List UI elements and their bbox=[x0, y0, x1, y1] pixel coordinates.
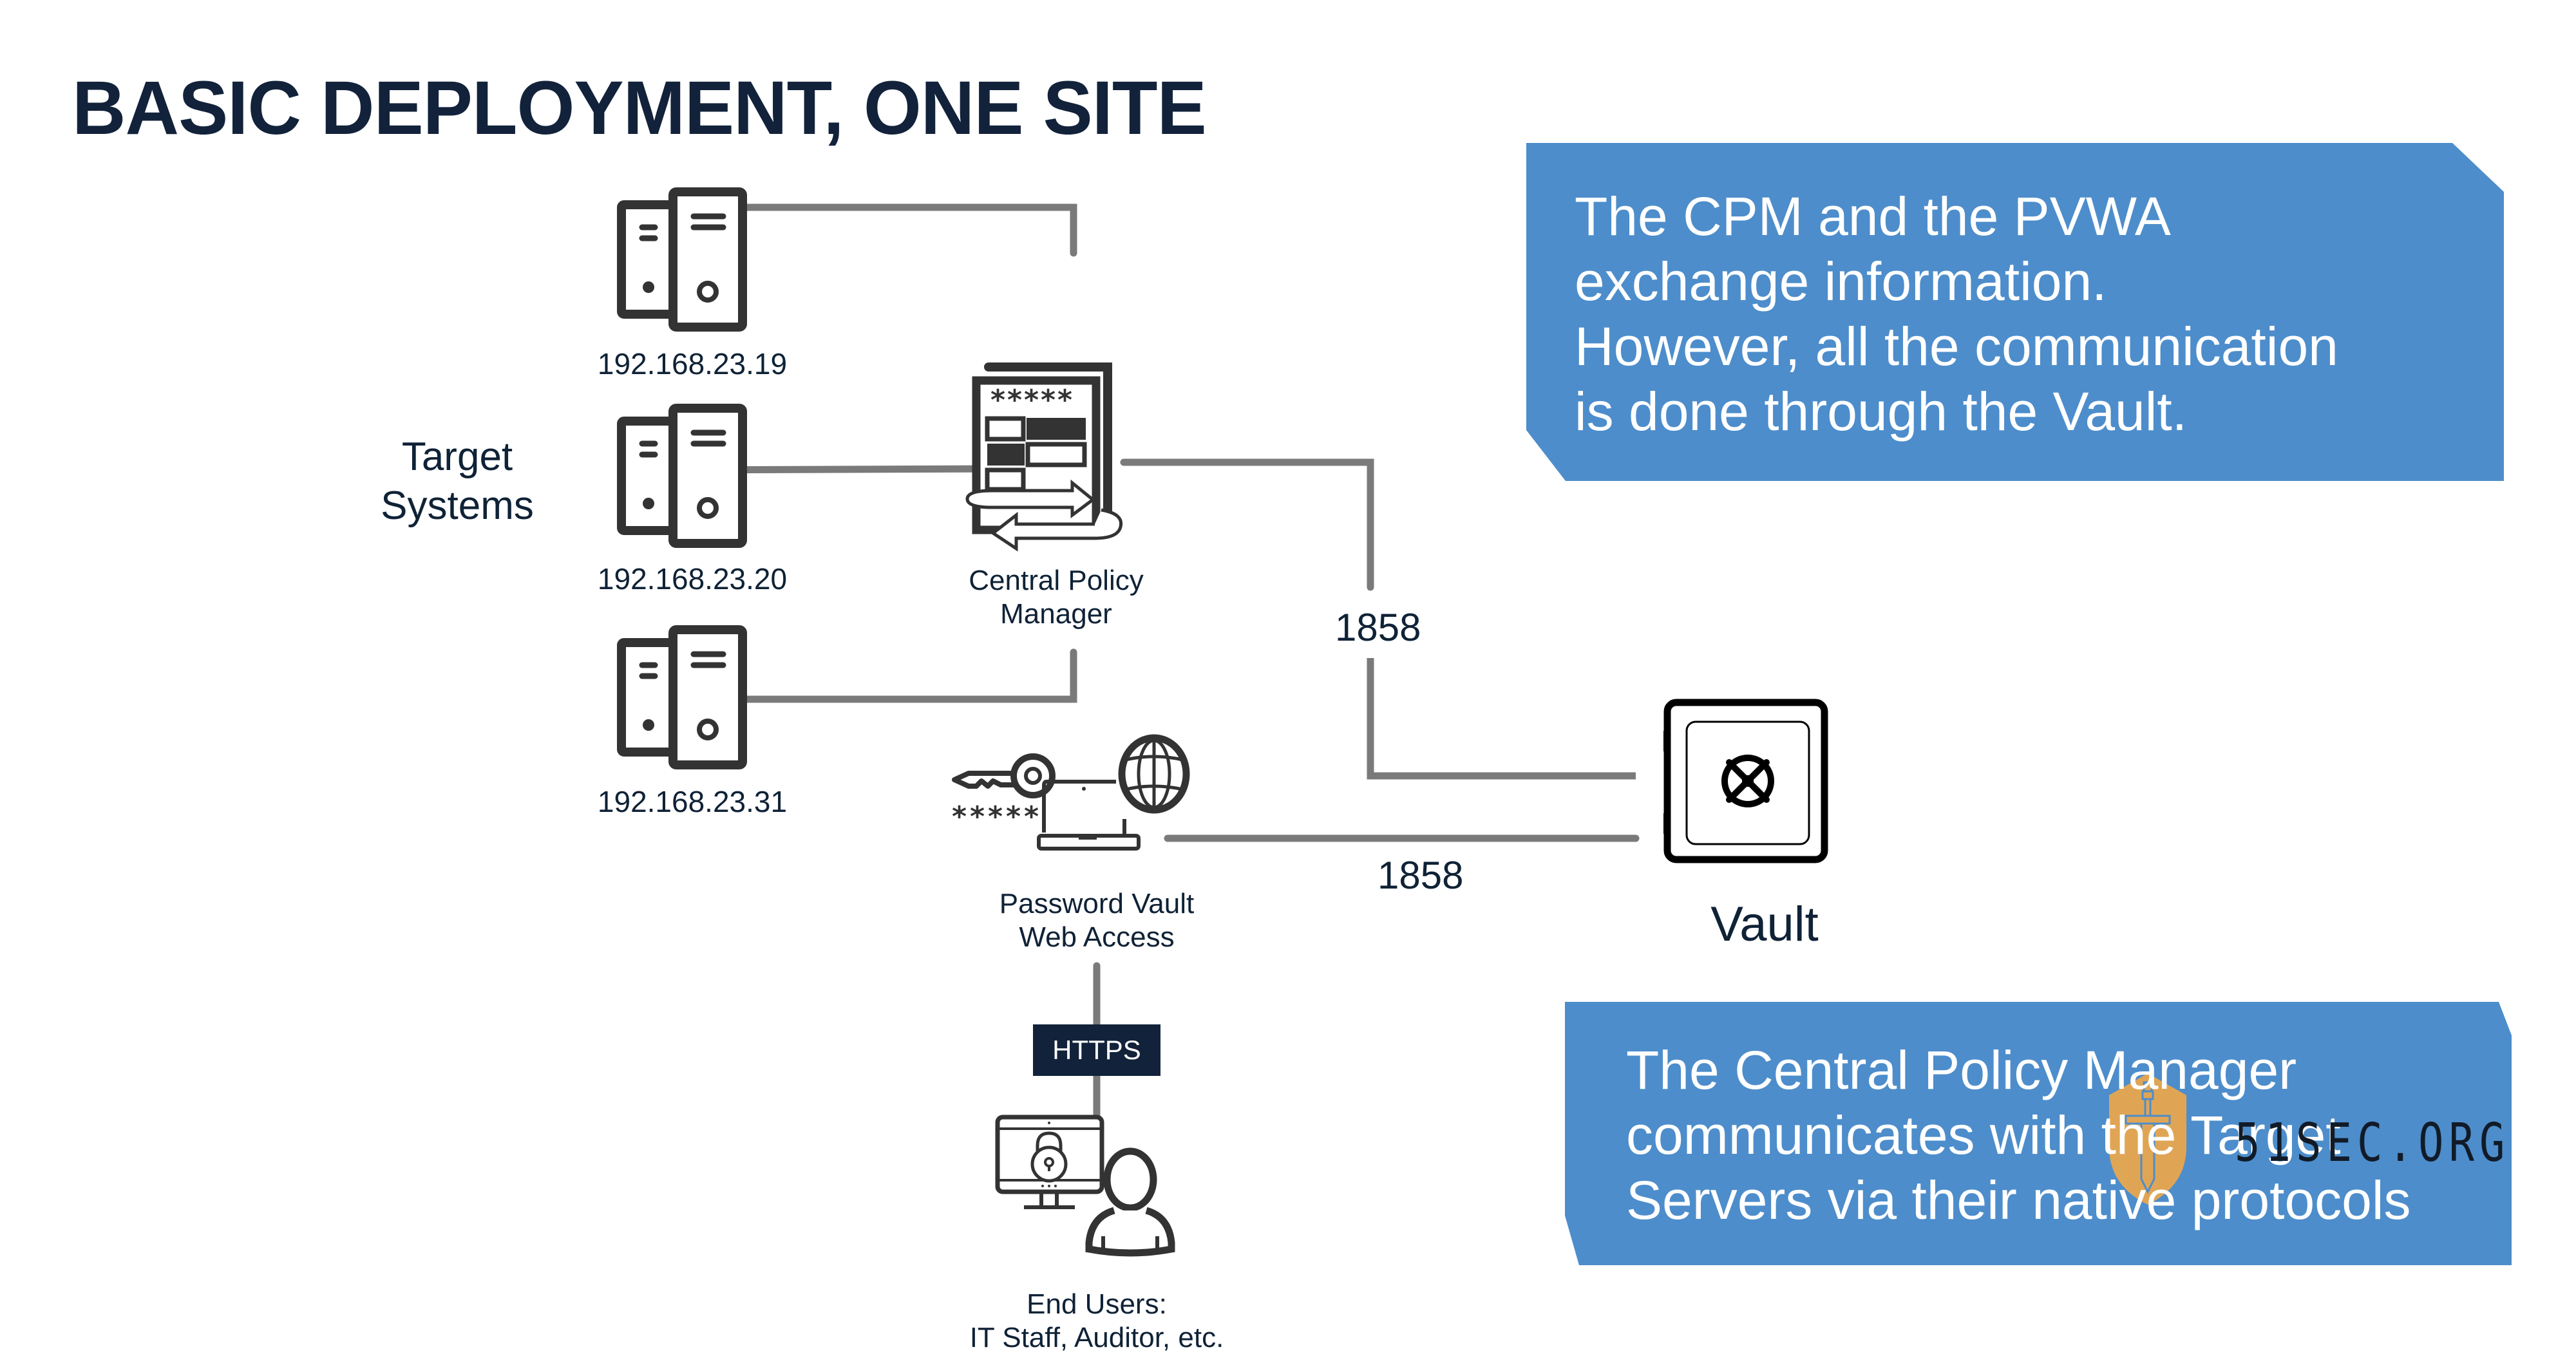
end-users-label-line1: End Users: bbox=[1027, 1288, 1167, 1320]
user-icon bbox=[1085, 1147, 1175, 1257]
svg-text:*****: ***** bbox=[952, 800, 1042, 833]
end-users-label-line2: IT Staff, Auditor, etc. bbox=[969, 1322, 1224, 1353]
target-systems-label-line1: Target bbox=[401, 435, 513, 479]
connector-cpm-vault-b bbox=[1367, 658, 1636, 780]
connector-cpm-vault-a bbox=[1120, 458, 1374, 591]
callout-top-line: exchange information. bbox=[1575, 251, 2107, 312]
server-icon bbox=[617, 187, 747, 332]
callout-top-line: is done through the Vault. bbox=[1575, 381, 2188, 442]
watermark-text: 51SEC.ORG bbox=[2235, 1113, 2510, 1174]
callout-bottom-shape bbox=[1565, 1002, 2512, 1265]
key-icon: ***** bbox=[952, 753, 1056, 833]
server-ip-label: 192.168.23.19 bbox=[597, 347, 788, 381]
shield-sword-icon bbox=[2109, 1073, 2186, 1205]
policy-document-sync-icon: ***** bbox=[965, 362, 1123, 552]
end-users-label: End Users: IT Staff, Auditor, etc. bbox=[904, 1288, 1290, 1355]
slide-title: BASIC DEPLOYMENT, ONE SITE bbox=[72, 66, 1207, 151]
https-protocol-badge: HTTPS bbox=[1033, 1024, 1160, 1076]
callout-bottom-text: The Central Policy Manager communicates … bbox=[1626, 1038, 2411, 1233]
callout-top-line: However, all the communication bbox=[1575, 316, 2338, 377]
laptop-icon bbox=[1037, 780, 1141, 851]
cpm-label-line2: Manager bbox=[1000, 598, 1112, 630]
connector-server1-cpm bbox=[674, 203, 1077, 257]
callout-top-shape bbox=[1526, 143, 2504, 481]
target-systems-label-line2: Systems bbox=[381, 484, 534, 528]
server-ip-label: 192.168.23.20 bbox=[597, 562, 788, 596]
cpm-label-line1: Central Policy bbox=[969, 565, 1144, 596]
server-ip-label: 192.168.23.31 bbox=[597, 785, 788, 818]
pvwa-label: Password Vault Web Access bbox=[968, 887, 1226, 954]
vault-label: Vault bbox=[1710, 897, 1819, 952]
callout-bottom-line: Servers via their native protocols bbox=[1626, 1170, 2411, 1230]
pvwa-label-line2: Web Access bbox=[1019, 921, 1175, 953]
safe-icon bbox=[1663, 699, 1828, 863]
target-systems-label: Target Systems bbox=[348, 433, 567, 531]
server-icon bbox=[617, 625, 747, 769]
callout-bottom-line: communicates with the Target bbox=[1626, 1105, 2341, 1165]
connector-server3-cpm bbox=[674, 648, 1077, 703]
callout-top-line: The CPM and the PVWA bbox=[1575, 186, 2171, 247]
svg-text:*****: ***** bbox=[990, 384, 1074, 417]
cpm-label: Central Policy Manager bbox=[927, 564, 1185, 631]
server-icon bbox=[617, 404, 747, 548]
callout-top-text: The CPM and the PVWA exchange informatio… bbox=[1575, 184, 2338, 444]
port-label-pvwa-vault: 1858 bbox=[1378, 854, 1464, 897]
monitor-lock-icon bbox=[995, 1115, 1104, 1209]
callout-bottom-line: The Central Policy Manager bbox=[1626, 1040, 2297, 1100]
port-label-cpm-vault: 1858 bbox=[1335, 606, 1421, 649]
pvwa-label-line1: Password Vault bbox=[999, 888, 1195, 919]
globe-icon bbox=[1118, 734, 1190, 814]
